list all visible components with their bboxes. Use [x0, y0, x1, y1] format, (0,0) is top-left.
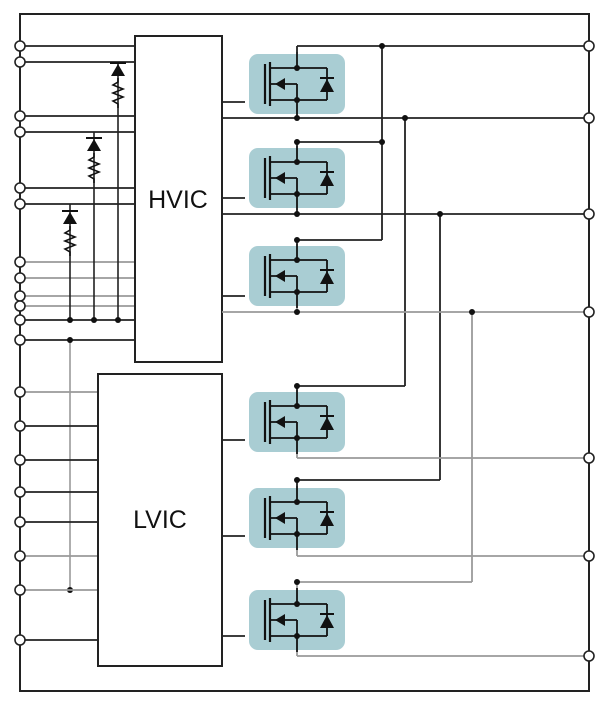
mosfet-v-high	[247, 144, 347, 212]
lvic-input-wires	[20, 391, 98, 591]
left-terminals	[14, 40, 26, 646]
right-terminals	[583, 40, 595, 662]
hvic-label: HVIC	[148, 186, 208, 214]
hvic-gray-wires	[20, 261, 135, 307]
bootstrap-rails	[69, 62, 119, 320]
mosfet-u-low	[247, 388, 347, 456]
mosfet-v-low	[247, 484, 347, 552]
gate-wires	[222, 101, 245, 637]
bus-junctions	[294, 43, 475, 585]
mosfet-u-high	[247, 50, 347, 118]
hvic-block	[134, 35, 223, 363]
module-frame	[19, 13, 590, 692]
power-bus	[222, 45, 589, 486]
lvic-label: LVIC	[133, 506, 187, 534]
mosfet-w-high	[247, 242, 347, 310]
mosfet-w-low	[247, 586, 347, 654]
lvic-block	[97, 373, 223, 667]
